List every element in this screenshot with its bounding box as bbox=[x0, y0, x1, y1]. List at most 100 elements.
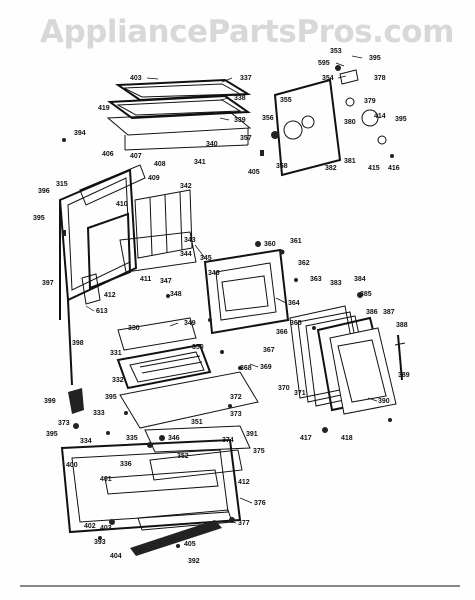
label-400: 400 bbox=[66, 462, 78, 469]
label-346b: 346 bbox=[168, 435, 180, 442]
label-373: 373 bbox=[230, 411, 242, 418]
label-350: 350 bbox=[192, 344, 204, 351]
label-395: 395 bbox=[369, 55, 381, 62]
label-365: 365 bbox=[290, 320, 302, 327]
label-346: 346 bbox=[208, 270, 220, 277]
label-354: 354 bbox=[322, 75, 334, 82]
label-395c: 395 bbox=[33, 215, 45, 222]
label-416: 416 bbox=[388, 165, 400, 172]
label-378: 378 bbox=[374, 75, 386, 82]
label-399: 399 bbox=[44, 398, 56, 405]
label-373b: 373 bbox=[58, 420, 70, 427]
label-368: 368 bbox=[240, 365, 252, 372]
label-387: 387 bbox=[383, 309, 395, 316]
label-405b: 405 bbox=[184, 541, 196, 548]
oven-body-assembly bbox=[58, 164, 197, 386]
label-613: 613 bbox=[96, 308, 108, 315]
leader-lines bbox=[85, 55, 378, 524]
label-395e: 395 bbox=[46, 431, 58, 438]
part-number-labels: 353 395 595 354 378 379 355 380 414 395 … bbox=[33, 48, 410, 565]
label-334: 334 bbox=[80, 438, 92, 445]
label-367: 367 bbox=[263, 347, 275, 354]
label-397: 397 bbox=[42, 280, 54, 287]
storage-drawer-assembly bbox=[60, 425, 251, 556]
label-390: 390 bbox=[378, 398, 390, 405]
label-403b: 403 bbox=[100, 525, 112, 532]
label-381: 381 bbox=[344, 158, 356, 165]
label-336: 336 bbox=[120, 461, 132, 468]
label-332: 332 bbox=[112, 377, 124, 384]
label-403: 403 bbox=[130, 75, 142, 82]
label-417: 417 bbox=[300, 435, 312, 442]
label-382: 382 bbox=[325, 165, 337, 172]
label-386: 386 bbox=[366, 309, 378, 316]
label-383: 383 bbox=[330, 280, 342, 287]
label-370: 370 bbox=[278, 385, 290, 392]
label-406: 406 bbox=[102, 151, 114, 158]
label-356: 356 bbox=[262, 115, 274, 122]
label-385: 385 bbox=[360, 291, 372, 298]
label-384: 384 bbox=[354, 276, 366, 283]
label-351: 351 bbox=[191, 419, 203, 426]
label-411: 411 bbox=[140, 276, 151, 283]
label-357: 357 bbox=[240, 135, 252, 142]
label-337: 337 bbox=[240, 75, 252, 82]
label-353: 353 bbox=[330, 48, 342, 55]
label-376: 376 bbox=[254, 500, 266, 507]
label-352: 352 bbox=[177, 453, 189, 460]
label-369: 369 bbox=[260, 364, 272, 371]
label-333: 333 bbox=[93, 410, 105, 417]
label-361: 361 bbox=[290, 238, 302, 245]
label-363: 363 bbox=[310, 276, 322, 283]
label-395b: 395 bbox=[395, 116, 407, 123]
label-395d: 395 bbox=[105, 394, 117, 401]
label-315: 315 bbox=[56, 181, 68, 188]
label-414: 414 bbox=[374, 113, 386, 120]
label-407: 407 bbox=[130, 153, 142, 160]
label-401: 401 bbox=[100, 476, 112, 483]
label-338: 338 bbox=[234, 95, 246, 102]
label-389: 389 bbox=[398, 372, 410, 379]
label-391: 391 bbox=[246, 431, 258, 438]
label-392: 392 bbox=[188, 558, 200, 565]
label-380: 380 bbox=[344, 119, 356, 126]
label-372: 372 bbox=[230, 394, 242, 401]
label-410: 410 bbox=[116, 201, 128, 208]
label-415: 415 bbox=[368, 165, 380, 172]
fastener-dots bbox=[62, 138, 394, 548]
label-339: 339 bbox=[234, 117, 246, 124]
label-393: 393 bbox=[94, 539, 106, 546]
label-408: 408 bbox=[154, 161, 166, 168]
label-402: 402 bbox=[84, 523, 96, 530]
label-345: 345 bbox=[200, 255, 212, 262]
label-375: 375 bbox=[253, 448, 265, 455]
label-355: 355 bbox=[280, 97, 292, 104]
label-341: 341 bbox=[194, 159, 206, 166]
side-bracket-parts bbox=[68, 273, 101, 429]
label-404: 404 bbox=[110, 553, 122, 560]
label-360: 360 bbox=[264, 241, 276, 248]
label-335: 335 bbox=[126, 435, 138, 442]
label-347: 347 bbox=[160, 278, 172, 285]
label-595: 595 bbox=[318, 60, 330, 67]
broiler-frame-assembly bbox=[106, 78, 252, 151]
label-419: 419 bbox=[98, 105, 110, 112]
label-342: 342 bbox=[180, 183, 192, 190]
label-379: 379 bbox=[364, 98, 376, 105]
label-418: 418 bbox=[341, 435, 353, 442]
watermark-logo: AppliancePartsPros.com bbox=[40, 14, 454, 50]
label-344: 344 bbox=[180, 251, 192, 258]
label-412b: 412 bbox=[238, 479, 250, 486]
label-330: 330 bbox=[128, 325, 140, 332]
thermostat-bracket-assembly bbox=[260, 65, 387, 177]
label-366: 366 bbox=[276, 329, 288, 336]
label-374: 374 bbox=[222, 437, 234, 444]
inner-door-frame bbox=[203, 248, 290, 335]
label-377: 377 bbox=[238, 520, 250, 527]
label-362: 362 bbox=[298, 260, 310, 267]
label-398: 398 bbox=[72, 340, 84, 347]
label-396: 396 bbox=[38, 188, 50, 195]
label-409: 409 bbox=[148, 175, 160, 182]
